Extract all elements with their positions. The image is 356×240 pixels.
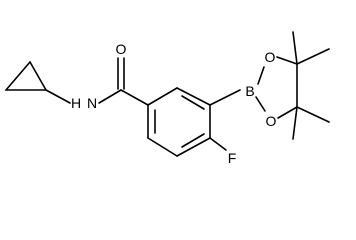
atom-label-oxygen: O <box>266 113 277 129</box>
benzene-ring <box>147 87 211 157</box>
atom-label-fluorine: F <box>228 150 237 166</box>
atom-label-oxygen: O <box>265 49 276 65</box>
carbonyl-double-bond <box>117 57 125 90</box>
cyclopropyl-ring <box>5 61 47 91</box>
atom-label-oxygen: O <box>116 41 127 57</box>
ring-fluorine-bond <box>209 137 227 151</box>
ring-boron-bond <box>209 89 241 106</box>
atom-label-boron: B <box>245 83 254 99</box>
chemical-structure-diagram: O H N B O O F <box>5 31 330 166</box>
dioxaborolane-ring <box>255 56 298 119</box>
atom-label-hydrogen: H <box>71 95 81 111</box>
cyclopropyl-bond <box>29 61 47 91</box>
cyclopropyl-nitrogen-bond <box>45 89 71 104</box>
nitrogen-carbonyl-bond <box>98 89 122 104</box>
cyclopropyl-bond <box>5 61 31 91</box>
carbonyl-ring-bond <box>120 89 149 106</box>
methyl-groups <box>292 31 330 140</box>
atom-label-nitrogen: N <box>87 95 97 111</box>
